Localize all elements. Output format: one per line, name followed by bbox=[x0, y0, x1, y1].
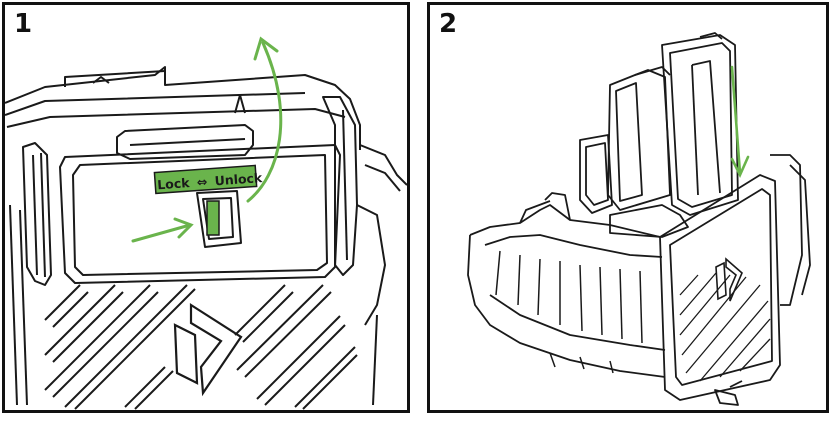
brand-logo-icon bbox=[173, 302, 243, 397]
latch-illustration: Lock ⇔ Unlock bbox=[5, 36, 407, 410]
step-number: 2 bbox=[439, 9, 458, 39]
slide-switch bbox=[206, 200, 220, 236]
step-number: 1 bbox=[14, 9, 33, 39]
step-2-panel: 2 bbox=[427, 2, 829, 413]
lock-text: Lock bbox=[157, 175, 191, 192]
step-1-panel: 1 bbox=[2, 2, 410, 413]
curved-arrow-up-icon bbox=[246, 36, 283, 203]
battery-insertion-illustration bbox=[467, 32, 811, 406]
arrow-down-icon bbox=[730, 65, 750, 179]
arrow-right-icon bbox=[131, 217, 194, 243]
arrow-text: ⇔ bbox=[196, 174, 208, 190]
unlock-text: Unlock bbox=[214, 170, 263, 188]
lock-unlock-label: Lock ⇔ Unlock bbox=[153, 164, 264, 195]
brand-logo-icon bbox=[715, 257, 743, 302]
svg-text:Lock ⇔ Unlock: Lock ⇔ Unlock bbox=[157, 170, 264, 192]
